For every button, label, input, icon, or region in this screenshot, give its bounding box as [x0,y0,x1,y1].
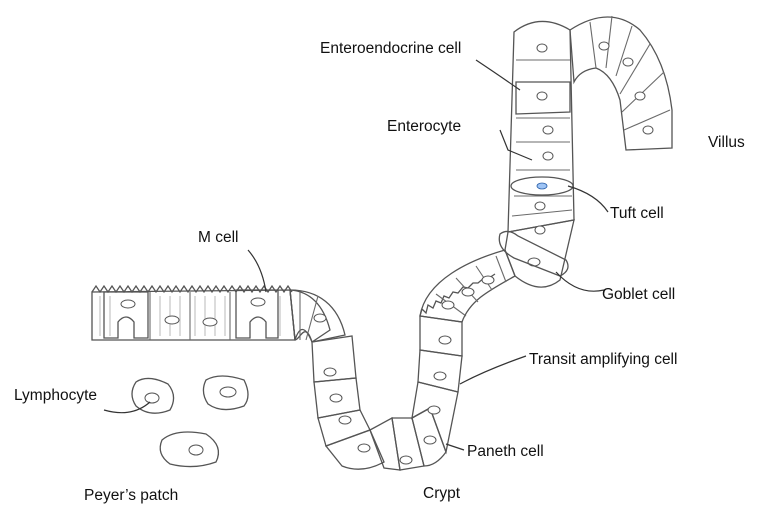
paneth-cell-label: Paneth cell [467,443,544,460]
villus-tip [569,15,673,151]
enterocyte-label: Enterocyte [387,118,462,135]
goblet-cell [498,230,569,277]
enteroendocrine-label: Enteroendocrine cell [320,40,462,57]
m-cell-label: M cell [198,229,239,246]
tuft-cell-label: Tuft cell [610,205,664,222]
villus-label: Villus [708,134,745,151]
left-epithelium-band [91,289,296,341]
label-pointers [103,59,609,451]
peyers-patch-label: Peyer’s patch [84,487,179,504]
lymphocytes [131,375,249,468]
enteroendocrine-cell [515,81,571,115]
lymphocyte-3 [159,431,220,468]
lymphocyte-1 [131,377,175,414]
crypt-left-wall [289,289,346,343]
transit-amplifying-label: Transit amplifying cell [529,351,678,368]
tuft-cell [510,176,574,196]
left-epithelium [91,284,296,341]
m-cell-2 [235,289,279,339]
transit-amplifying-left [311,335,371,447]
transit-amplifying-right [411,315,463,455]
goblet-cell-label: Goblet cell [602,286,676,303]
m-cell-1 [103,291,149,339]
lymphocyte-2 [202,375,249,411]
lymphocyte-label: Lymphocyte [14,387,97,404]
crypt-label: Crypt [423,485,461,502]
